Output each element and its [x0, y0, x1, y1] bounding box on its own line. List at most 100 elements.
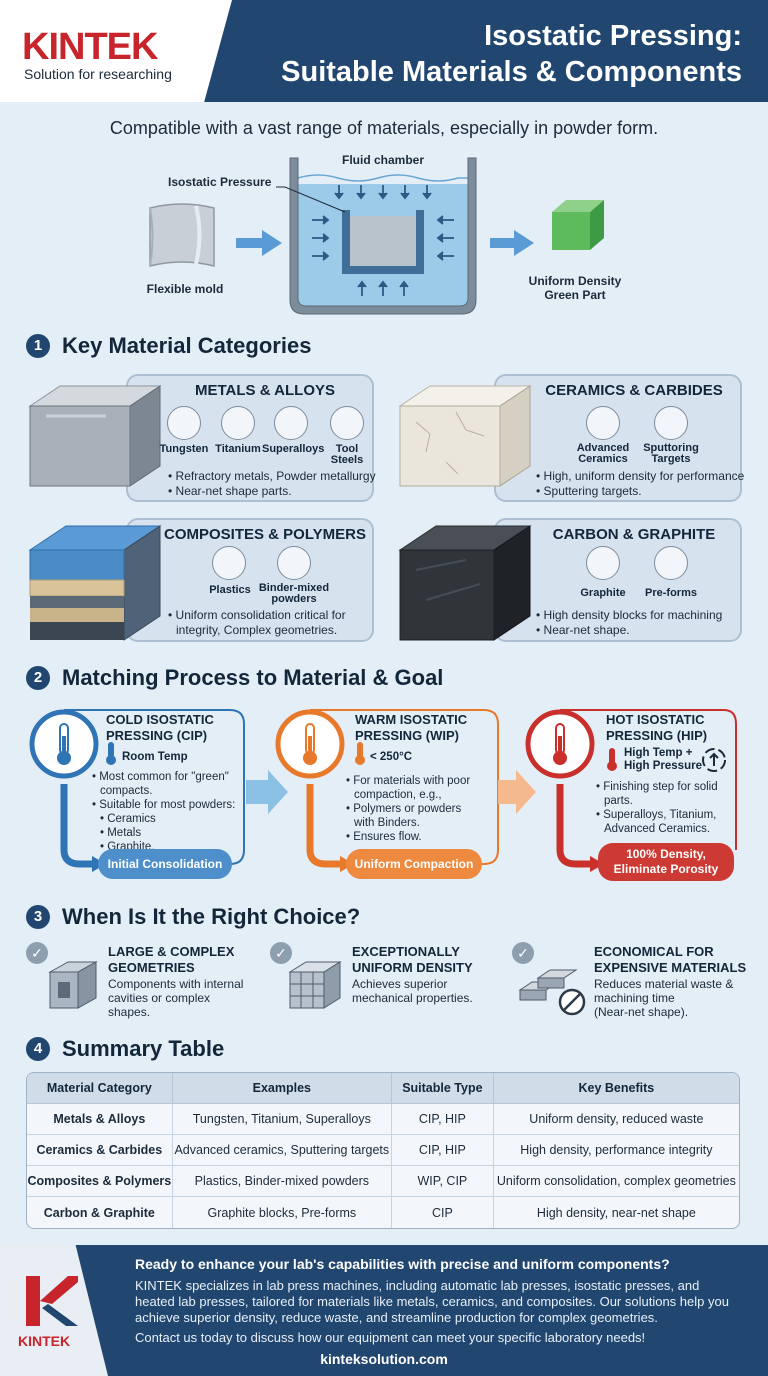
plastics-label: Plastics [209, 584, 251, 596]
plastics-icon [212, 546, 246, 580]
wip-line-3: • Polymers or powders [346, 803, 462, 815]
carbon-bullet-2: • Near-net shape. [536, 623, 630, 637]
table-cell: Ceramics & Carbides [27, 1135, 173, 1166]
hip-title-line-1: HOT ISOSTATIC [606, 712, 705, 727]
table-cell: Tungsten, Titanium, Superalloys [172, 1104, 392, 1135]
green-part-line-2: Green Part [544, 288, 606, 302]
metal-cube-icon [28, 385, 162, 487]
logo-tagline: Solution for researching [24, 66, 172, 82]
carbon-bullet-1: • High density blocks for machining [536, 608, 723, 622]
isostatic-pressure-label: Isostatic Pressure [168, 175, 272, 189]
header-material-category: Material Category [27, 1073, 173, 1104]
tool-steels-line-2: Steels [330, 454, 364, 466]
choice-2-line-1: Achieves superior [352, 977, 448, 991]
process-flow-graphic [29, 709, 737, 872]
footer-cta: Contact us today to discuss how our equi… [135, 1330, 646, 1345]
wip-line-4: with Binders. [354, 817, 420, 829]
footer-banner [0, 1245, 768, 1376]
choice-2-title-line-2: UNIFORM DENSITY [352, 960, 473, 975]
pre-forms-icon [654, 546, 688, 580]
table-cell: High density, performance integrity [493, 1135, 739, 1166]
section-4-title: Summary Table [62, 1036, 225, 1061]
intro-text: Compatible with a vast range of material… [109, 118, 659, 138]
superalloys-icon [274, 406, 308, 440]
ceramics-card [494, 374, 742, 502]
choice-3-line-2: machining time [594, 991, 675, 1005]
hip-temp: High Temp + High Pressure [624, 747, 702, 773]
table-cell: Uniform consolidation, complex geometrie… [493, 1166, 739, 1197]
thermometer-icon [106, 742, 617, 771]
kintek-logo[interactable]: KINTEK [22, 26, 158, 68]
graphite-block-icon [398, 525, 532, 641]
green-part-cube-icon [552, 200, 604, 250]
graphite-icon [586, 546, 620, 580]
cip-title-line-2: PRESSING (CIP) [106, 728, 208, 743]
choice-1-line-2: cavities or complex [108, 991, 211, 1005]
choice-2-text: Achieves superior mechanical properties. [352, 977, 473, 1005]
arrow-icon [490, 230, 534, 256]
hip-pill-line-1: 100% Density, [626, 847, 706, 861]
section-3-number: 3 [26, 905, 50, 929]
table-cell: WIP, CIP [391, 1166, 494, 1197]
cip-line-4: • Ceramics [100, 813, 156, 825]
hip-title-line-2: PRESSING (HIP) [606, 728, 708, 743]
page-title: Isostatic Pressing: Suitable Materials &… [281, 18, 742, 90]
table-cell: CIP [392, 1197, 494, 1228]
green-part-line-1: Uniform Density [528, 274, 622, 288]
sputtering-targets-line-2: Targets [651, 453, 691, 465]
flexible-mold-icon [149, 203, 215, 267]
ceramics-bullet-1: • High, uniform density for performance [536, 469, 745, 483]
check-icon: ✓ [270, 942, 292, 964]
hip-line-3: • Superalloys, Titanium, [596, 809, 717, 821]
check-icon: ✓ [26, 942, 48, 964]
table-row: Ceramics & Carbides Advanced ceramics, S… [27, 1135, 739, 1166]
binder-powders-line-1: Binder-mixed [258, 582, 330, 594]
tool-steels-line-1: Tool [335, 443, 359, 455]
table-cell: Metals & Alloys [27, 1104, 173, 1135]
tool-steels-label: Tool Steels [322, 444, 372, 466]
choice-3-line-3: (Near-net shape). [594, 1005, 689, 1019]
table-cell: High density, near-net shape [536, 1205, 696, 1220]
header-examples: Examples [172, 1073, 392, 1104]
sputtering-targets-line-1: Sputtoring [643, 442, 699, 454]
footer-body: KINTEK specializes in lab press machines… [135, 1278, 729, 1325]
wip-line-1: • For materials with poor [346, 775, 471, 787]
ceramic-cube-icon [398, 385, 532, 487]
table-cell: Plastics, Binder-mixed powders [172, 1166, 392, 1197]
advanced-ceramics-line-2: Ceramics [578, 453, 628, 465]
table-row: Metals & Alloys Tungsten, Titanium, Supe… [27, 1104, 739, 1135]
summary-table: Material Category Examples Suitable Type… [26, 1072, 740, 1229]
fluid-chamber-label: Fluid chamber [341, 153, 424, 167]
footer-logo-text[interactable]: KINTEK [18, 1333, 71, 1349]
uniform-density-cube-icon [288, 961, 342, 1009]
binder-powder-icon [277, 546, 311, 580]
section-2-number: 2 [26, 666, 50, 690]
cip-title-line-1: COLD ISOSTATIC [106, 712, 214, 727]
choice-2-title-line-1: EXCEPTIONALLY [352, 944, 460, 959]
table-cell: Graphite blocks, Pre-forms [173, 1197, 392, 1228]
pressure-cycle-icon [702, 748, 726, 772]
wip-line-2: compaction, e.g., [354, 789, 442, 801]
superalloys-label: Superalloys [262, 443, 325, 455]
tungsten-icon [167, 406, 201, 440]
binder-powders-line-2: powders [271, 593, 317, 605]
cip-line-1: • Most common for "green" [92, 771, 229, 783]
sputtering-target-icon [654, 406, 688, 440]
carbon-title: CARBON & GRAPHITE [552, 526, 716, 543]
table-header-row: Material Category Examples Suitable Type… [27, 1073, 739, 1104]
title-line-1: Isostatic Pressing: [484, 20, 742, 52]
composites-bullet-2: integrity, Complex geometries. [176, 623, 338, 637]
hip-goal-pill: 100% Density, Eliminate Porosity [598, 843, 734, 881]
website-link[interactable]: kinteksolution.com [320, 1351, 448, 1367]
tungsten-label: Tungsten [159, 443, 209, 455]
choice-1-text: Components with internal cavities or com… [108, 977, 243, 1019]
wip-temp: < 250°C [370, 751, 413, 763]
table-row: Composites & Polymers Plastics, Binder-m… [27, 1166, 739, 1197]
section-2-title: Matching Process to Material & Goal [62, 665, 444, 690]
choice-1-title: LARGE & COMPLEX GEOMETRIES [108, 944, 234, 976]
hip-line-1: • Finishing step for solid [596, 781, 718, 793]
wip-line-5: • Ensures flow. [346, 831, 422, 843]
section-1-number: 1 [26, 334, 50, 358]
metals-bullet-1: • Refractory metals, Powder metallurgy [168, 469, 376, 483]
tool-steels-icon [330, 406, 364, 440]
